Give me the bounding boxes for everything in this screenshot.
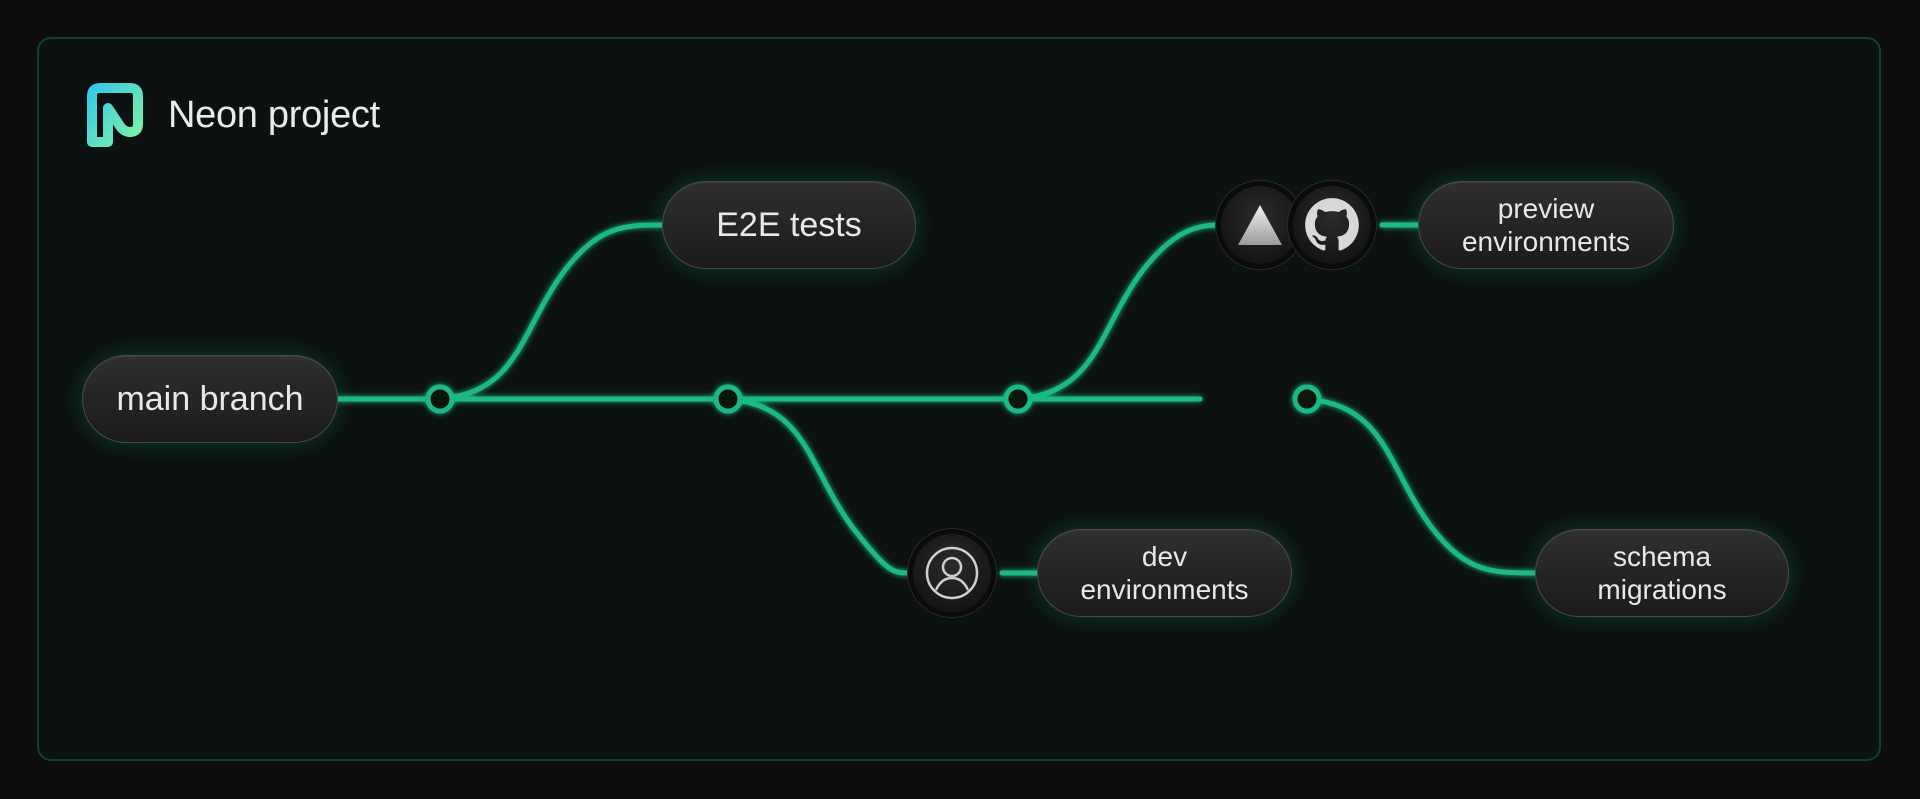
github-icon (1288, 181, 1376, 269)
schema-branch-line (1304, 396, 1538, 576)
preview-label-line2: environments (1461, 226, 1631, 257)
user-icon (908, 529, 996, 617)
main-branch-pill[interactable]: main branch (82, 355, 338, 443)
branch-point-node (713, 384, 743, 414)
project-header: Neon project (82, 82, 380, 148)
schema-migrations-pill[interactable]: schema migrations (1535, 529, 1789, 617)
branch-point-node (1003, 384, 1033, 414)
preview-environments-pill[interactable]: preview environments (1418, 181, 1674, 269)
e2e-branch-line (437, 222, 665, 402)
e2e-tests-label: E2E tests (716, 205, 862, 244)
dev-branch-line (725, 396, 913, 576)
e2e-tests-pill[interactable]: E2E tests (662, 181, 916, 269)
dev-label-line2: environments (1080, 574, 1249, 605)
main-branch-label: main branch (116, 379, 304, 418)
branch-point-node (425, 384, 455, 414)
project-title: Neon project (168, 93, 380, 136)
dev-environments-pill[interactable]: dev environments (1037, 529, 1292, 617)
dev-label-line1: dev (1141, 541, 1188, 572)
schema-label-line2: migrations (1597, 574, 1727, 605)
schema-label-line1: schema (1612, 541, 1712, 572)
branch-point-node (1292, 384, 1322, 414)
preview-branch-line (1015, 222, 1227, 402)
preview-label-line1: preview (1497, 193, 1595, 224)
neon-logo-icon (87, 83, 143, 147)
